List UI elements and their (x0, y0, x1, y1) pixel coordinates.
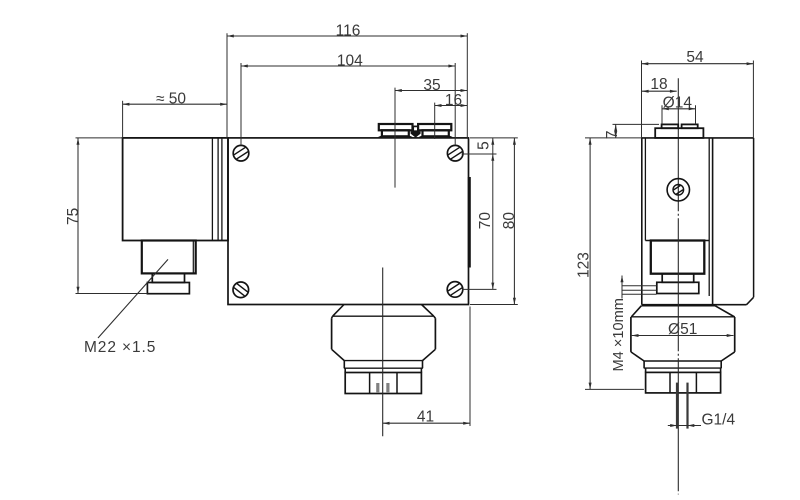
svg-text:16: 16 (445, 92, 462, 109)
svg-text:75: 75 (65, 208, 82, 225)
svg-text:Ø14: Ø14 (663, 94, 693, 111)
svg-text:54: 54 (686, 49, 704, 66)
svg-text:18: 18 (650, 76, 667, 93)
svg-text:116: 116 (336, 23, 361, 40)
svg-text:7: 7 (604, 130, 621, 139)
svg-text:Ø51: Ø51 (668, 321, 697, 338)
svg-text:80: 80 (501, 212, 518, 230)
svg-text:41: 41 (417, 409, 434, 426)
svg-text:5: 5 (476, 141, 493, 150)
svg-text:M4 ×10mm: M4 ×10mm (611, 298, 627, 371)
svg-text:G1/4: G1/4 (702, 412, 736, 429)
svg-text:≈ 50: ≈ 50 (156, 90, 186, 107)
svg-text:M22 ×1.5: M22 ×1.5 (84, 339, 156, 356)
svg-text:35: 35 (423, 77, 440, 94)
svg-text:104: 104 (337, 52, 363, 69)
svg-text:123: 123 (576, 252, 593, 278)
svg-text:70: 70 (477, 212, 494, 230)
